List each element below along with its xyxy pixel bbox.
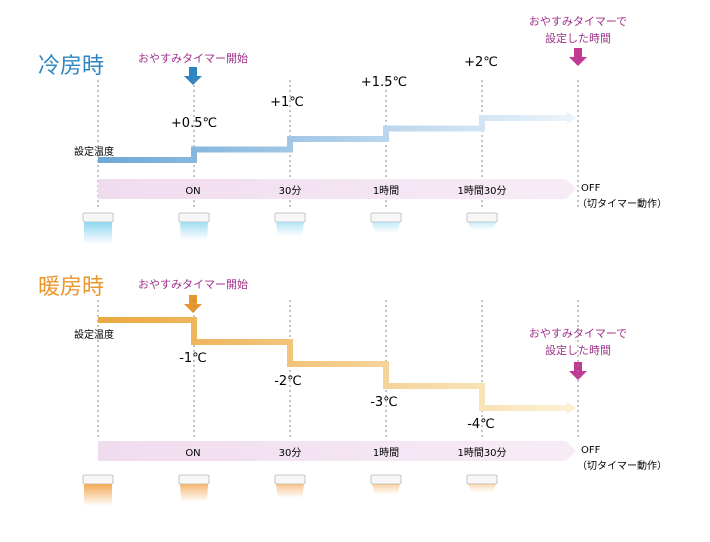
airflow-icon <box>180 222 208 240</box>
airflow-icon <box>372 484 400 495</box>
airflow-icon <box>180 484 208 502</box>
heating-step-1-label: -1℃ <box>179 351 207 366</box>
heating-units-row <box>82 474 498 506</box>
air-conditioner-icon <box>466 212 498 231</box>
cooling-step-4-label: +2℃ <box>464 55 498 70</box>
heating-step-4-label: -4℃ <box>467 417 495 432</box>
air-conditioner-icon <box>370 212 402 233</box>
heating-step-2-label: -2℃ <box>274 374 302 389</box>
cooling-off-note: （切タイマー動作） <box>577 197 667 210</box>
airflow-icon <box>84 484 112 506</box>
cooling-title: 冷房時 <box>38 54 104 79</box>
air-conditioner-icon <box>178 212 210 240</box>
heating-time-guides <box>97 300 579 440</box>
heating-timeline-1h: 1時間 <box>373 447 399 459</box>
air-conditioner-icon <box>274 474 306 498</box>
cooling-timeline-1h30: 1時間30分 <box>457 185 506 197</box>
cooling-temperature-steps <box>98 115 568 163</box>
airflow-icon <box>468 222 496 231</box>
cooling-step-1-label: +0.5℃ <box>171 116 217 131</box>
cooling-step-2-label: +1℃ <box>270 95 304 110</box>
heating-start-label: おやすみタイマー開始 <box>138 277 248 291</box>
air-conditioner-icon <box>274 212 306 236</box>
airflow-icon <box>84 222 112 244</box>
heating-title: 暖房時 <box>38 275 104 300</box>
heating-section: 暖房時 おやすみタイマー開始 おやすみタイマーで 設定した時間 設定温度 -1℃… <box>38 275 667 506</box>
heating-off-label: OFF <box>581 445 601 456</box>
air-conditioner-icon <box>466 474 498 493</box>
cooling-section: 冷房時 おやすみタイマー開始 おやすみタイマーで 設定した時間 設定温度 +0.… <box>38 15 667 244</box>
air-conditioner-icon <box>82 474 114 506</box>
cooling-timeline-on: ON <box>185 186 200 197</box>
heating-steps-arrowhead <box>567 402 576 414</box>
heating-timeline-band <box>98 441 576 461</box>
cooling-end-label-line2: 設定した時間 <box>545 31 611 45</box>
cooling-units-row <box>82 212 498 244</box>
heating-temperature-steps <box>98 317 568 411</box>
down-arrow-icon <box>184 295 202 313</box>
heating-base-label: 設定温度 <box>74 328 114 341</box>
cooling-end-label-line1: おやすみタイマーで <box>529 15 627 28</box>
heating-end-label-line1: おやすみタイマーで <box>529 327 627 340</box>
heating-off-note: （切タイマー動作） <box>577 459 667 472</box>
down-arrow-icon <box>184 67 202 85</box>
airflow-icon <box>276 222 304 236</box>
heating-step-3-label: -3℃ <box>370 395 398 410</box>
cooling-start-label: おやすみタイマー開始 <box>138 51 248 65</box>
air-conditioner-icon <box>370 474 402 495</box>
heating-timeline-on: ON <box>185 448 200 459</box>
cooling-base-label: 設定温度 <box>74 145 114 158</box>
cooling-off-label: OFF <box>581 183 601 194</box>
cooling-step-3-label: +1.5℃ <box>361 75 407 90</box>
heating-timeline-30min: 30分 <box>279 447 302 459</box>
cooling-steps-arrowhead <box>567 112 576 124</box>
airflow-icon <box>276 484 304 498</box>
air-conditioner-icon <box>178 474 210 502</box>
cooling-timeline-30min: 30分 <box>279 185 302 197</box>
cooling-timeline-band <box>98 179 576 199</box>
heating-timeline-1h30: 1時間30分 <box>457 447 506 459</box>
down-arrow-icon <box>569 48 587 66</box>
cooling-timeline-1h: 1時間 <box>373 185 399 197</box>
airflow-icon <box>372 222 400 233</box>
airflow-icon <box>468 484 496 493</box>
air-conditioner-icon <box>82 212 114 244</box>
